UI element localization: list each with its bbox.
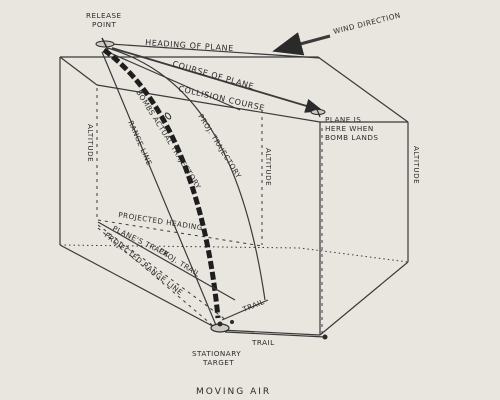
collision-course-line [107, 51, 241, 111]
plane-at-release-icon [95, 37, 115, 51]
trail-lower-line [224, 331, 326, 338]
plane-is-here-label-line3: BOMB LANDS [325, 133, 378, 142]
box-top-left-edge [59, 56, 98, 86]
box-hidden-bottom-back [59, 244, 409, 263]
projected-range-line [97, 227, 219, 331]
range-line [101, 51, 219, 331]
proj-trajectory-label: PROJ. TRAJECTORY [196, 112, 243, 180]
diagram-caption: MOVING AIR [196, 387, 271, 397]
release-point-label-line1: RELEASE [86, 11, 122, 20]
trail-upper-line [221, 299, 269, 321]
heading-of-plane-label: HEADING OF PLANE [145, 38, 234, 53]
range-line-label: RANGE LINE [126, 119, 154, 167]
heading-of-plane-line [109, 43, 321, 59]
bomb-impact-marker [230, 320, 234, 324]
box-bottom-left-edge [59, 244, 221, 331]
altitude-mid-label: ALTITUDE [264, 148, 273, 186]
box-top-back-edge [60, 56, 409, 123]
box-bottom-right-edge [319, 261, 409, 336]
wind-direction-label: WIND DIRECTION [332, 10, 401, 35]
plane-is-here-label-line1: PLANE IS [325, 115, 361, 124]
trail-lower-label: TRAIL [251, 338, 275, 347]
stationary-target-icon [210, 321, 230, 333]
proj-trail-line [97, 224, 227, 321]
projected-heading-label: PROJECTED HEADING [118, 210, 204, 232]
stationary-target-label-line1: STATIONARY [192, 349, 241, 358]
release-point-label-line2: POINT [92, 20, 116, 29]
wind-direction-arrow [272, 32, 331, 56]
planes-track-line [97, 221, 236, 301]
stationary-target-label-line2: TARGET [202, 358, 234, 367]
altitude-right-label: ALTITUDE [412, 146, 421, 184]
projected-trajectory-curve [107, 47, 266, 301]
bomb-icon [164, 112, 172, 120]
plane-ground-marker [322, 334, 328, 340]
air-box [59, 56, 409, 336]
plane-when-bomb-lands-icon [310, 106, 326, 118]
actual-trajectory-curve [102, 47, 221, 319]
course-of-plane-line [111, 47, 324, 113]
trail-upper-label: TRAIL [240, 297, 265, 314]
plane-is-here-label-line2: HERE WHEN [325, 124, 374, 133]
altitude-left-label: ALTITUDE [86, 124, 95, 162]
box-bottom-front-edge [219, 329, 321, 336]
